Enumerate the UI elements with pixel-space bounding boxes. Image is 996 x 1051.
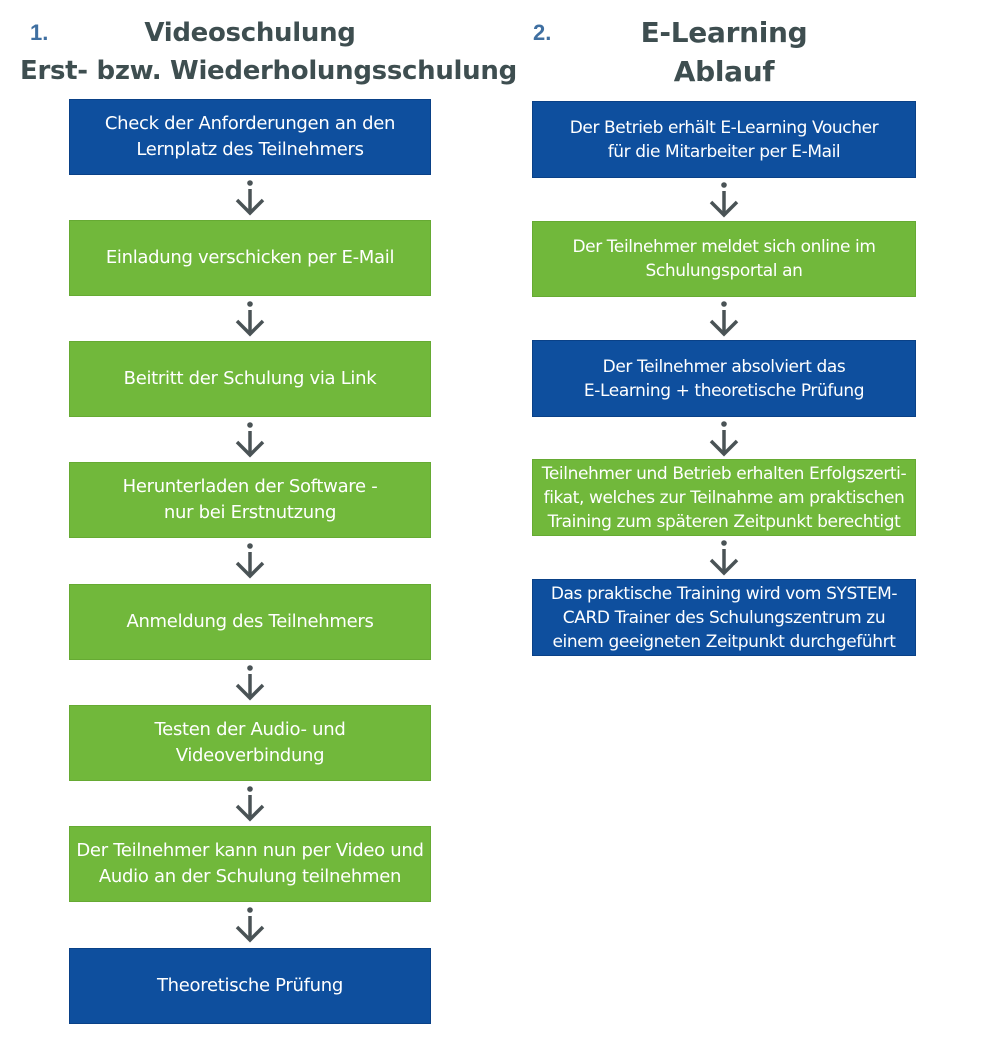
- right-step-1: Der Betrieb erhält E-Learning Voucher fü…: [532, 101, 916, 178]
- right-step-3-label: Der Teilnehmer absolviert das E-Learning…: [583, 356, 865, 401]
- right-step-2-label: Der Teilnehmer meldet sich online im Sch…: [572, 237, 876, 281]
- left-step-4: Herunterladen der Software - nur bei Ers…: [69, 462, 431, 538]
- left-step-3-label: Beitritt der Schulung via Link: [123, 368, 377, 389]
- right-step-4: Teilnehmer und Betrieb erhalten Erfolgsz…: [532, 459, 916, 536]
- left-step-2: Einladung verschicken per E-Mail: [69, 220, 431, 296]
- right-step-3: Der Teilnehmer absolviert das E-Learning…: [532, 340, 916, 417]
- down-arrow-icon: [233, 421, 267, 461]
- down-arrow-icon: [233, 300, 267, 340]
- section-number-1: 1.: [30, 20, 49, 45]
- left-title-line1: Videoschulung: [144, 18, 356, 48]
- down-arrow-icon: [233, 906, 267, 946]
- down-arrow-icon: [707, 539, 741, 579]
- left-step-5: Anmeldung des Teilnehmers: [69, 584, 431, 660]
- left-step-7-label: Der Teilnehmer kann nun per Video und Au…: [76, 840, 424, 887]
- left-step-6-label: Testen der Audio- und Videoverbindung: [154, 719, 346, 766]
- down-arrow-icon: [707, 300, 741, 340]
- left-step-5-label: Anmeldung des Teilnehmers: [126, 611, 374, 632]
- right-step-1-label: Der Betrieb erhält E-Learning Voucher fü…: [569, 117, 879, 162]
- left-step-2-label: Einladung verschicken per E-Mail: [105, 247, 395, 268]
- right-step-5: Das praktische Training wird vom SYSTEM-…: [532, 579, 916, 656]
- down-arrow-icon: [233, 785, 267, 825]
- left-step-7: Der Teilnehmer kann nun per Video und Au…: [69, 826, 431, 902]
- right-step-5-label: Das praktische Training wird vom SYSTEM-…: [550, 583, 898, 652]
- left-step-8-label: Theoretische Prüfung: [156, 975, 344, 996]
- down-arrow-icon: [707, 181, 741, 221]
- left-step-8: Theoretische Prüfung: [69, 948, 431, 1024]
- left-step-3: Beitritt der Schulung via Link: [69, 341, 431, 417]
- section-number-2: 2.: [533, 20, 552, 45]
- left-step-1: Check der Anforderungen an den Lernplatz…: [69, 99, 431, 175]
- right-title-line2: Ablauf: [673, 55, 775, 88]
- down-arrow-icon: [233, 542, 267, 582]
- left-step-6: Testen der Audio- und Videoverbindung: [69, 705, 431, 781]
- left-step-4-label: Herunterladen der Software - nur bei Ers…: [122, 476, 378, 523]
- down-arrow-icon: [707, 420, 741, 460]
- right-step-2: Der Teilnehmer meldet sich online im Sch…: [532, 221, 916, 297]
- left-step-1-label: Check der Anforderungen an den Lernplatz…: [104, 113, 396, 160]
- right-step-4-label: Teilnehmer und Betrieb erhalten Erfolgsz…: [541, 463, 907, 532]
- down-arrow-icon: [233, 664, 267, 704]
- left-title-line2: Erst- bzw. Wiederholungsschulung: [20, 56, 517, 86]
- down-arrow-icon: [233, 179, 267, 219]
- right-title-line1: E-Learning: [640, 16, 808, 49]
